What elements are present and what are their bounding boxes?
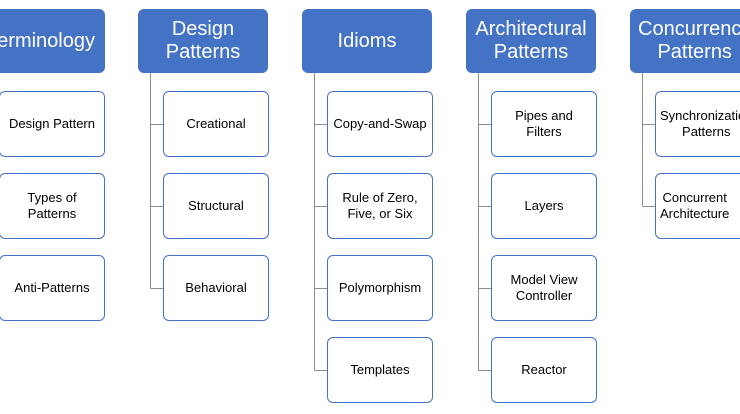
item-templates: Templates [327, 337, 433, 403]
item-anti-patterns: Anti-Patterns [0, 255, 105, 321]
item-types-of-patterns: Types of Patterns [0, 173, 105, 239]
item-structural: Structural [163, 173, 269, 239]
category-header-design-patterns: Design Patterns [138, 9, 268, 73]
item-synchronization-patterns: Synchronization Patterns [655, 91, 740, 157]
item-creational: Creational [163, 91, 269, 157]
item-concurrent-architecture: Concurrent Architecture [655, 173, 740, 239]
item-layers: Layers [491, 173, 597, 239]
item-model-view-controller: Model View Controller [491, 255, 597, 321]
item-design-pattern: Design Pattern [0, 91, 105, 157]
item-copy-and-swap: Copy-and-Swap [327, 91, 433, 157]
item-behavioral: Behavioral [163, 255, 269, 321]
item-rule-of-zero: Rule of Zero, Five, or Six [327, 173, 433, 239]
category-header-idioms: Idioms [302, 9, 432, 73]
category-header-concurrency-patterns: Concurrency Patterns [630, 9, 740, 73]
category-header-terminology: Terminology [0, 9, 105, 73]
item-pipes-and-filters: Pipes and Filters [491, 91, 597, 157]
category-header-architectural-patterns: Architectural Patterns [466, 9, 596, 73]
item-reactor: Reactor [491, 337, 597, 403]
item-polymorphism: Polymorphism [327, 255, 433, 321]
